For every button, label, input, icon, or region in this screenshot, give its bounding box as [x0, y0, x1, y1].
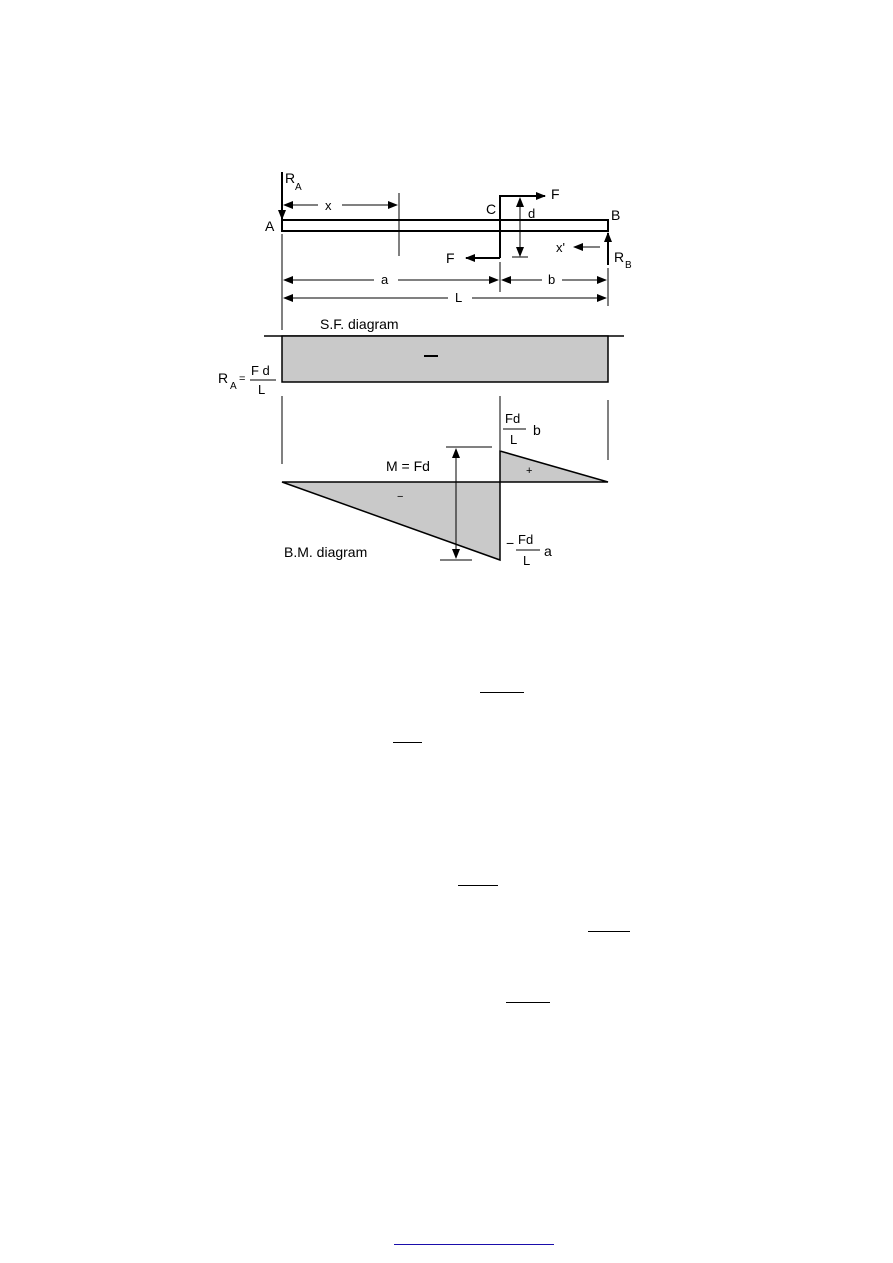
l-dim-label: L [455, 290, 462, 305]
footer-link-underline[interactable] [394, 1244, 554, 1245]
x-dim-label: x [325, 198, 332, 213]
sf-ra-equals: = [239, 373, 245, 385]
bm-diagram: − + M = Fd Fd L b − Fd L a B.M. diagram [281, 396, 609, 568]
d-dim-label: d [528, 206, 535, 221]
bm-negative-numerator: Fd [518, 532, 533, 547]
bm-moment-label: M = Fd [386, 458, 430, 474]
bm-diagram-title: B.M. diagram [284, 544, 367, 560]
a-dim-label: a [381, 272, 389, 287]
beam-figure: R A A R B B x F F C d x' a [265, 170, 632, 330]
bm-negative-region [281, 481, 501, 562]
bracket-arm [499, 195, 518, 258]
point-c-label: C [486, 201, 496, 217]
reaction-a-sub: A [295, 182, 302, 193]
sf-negative-region [281, 335, 609, 383]
formula-fraction-line [480, 692, 524, 693]
sf-ra-numerator: F d [251, 363, 270, 378]
reaction-b-label: R [614, 249, 624, 265]
b-dim-label: b [548, 272, 555, 287]
bm-negative-sign: − [397, 491, 403, 503]
reaction-b-sub: B [625, 260, 632, 271]
formula-fraction-line [458, 885, 498, 886]
bm-positive-region [499, 450, 609, 483]
reaction-a-label: R [285, 170, 295, 186]
bm-negative-multiplier: a [544, 543, 552, 559]
sf-ra-sub: A [230, 381, 237, 392]
bm-negative-denominator: L [523, 553, 530, 568]
sf-ra-label: R [218, 370, 228, 386]
force-bottom-label: F [446, 250, 455, 266]
formula-fraction-line [393, 742, 422, 743]
formula-fraction-line [506, 1002, 550, 1003]
end-a-label: A [265, 218, 275, 234]
bm-positive-sign: + [526, 465, 532, 477]
bm-positive-multiplier: b [533, 422, 541, 438]
sf-diagram-title: S.F. diagram [320, 316, 399, 332]
bm-negative-prefix: − [506, 535, 514, 551]
force-top-label: F [551, 186, 560, 202]
beam [281, 219, 609, 232]
sf-ra-denominator: L [258, 382, 265, 397]
end-b-label: B [611, 207, 620, 223]
bm-positive-denominator: L [510, 432, 517, 447]
x-prime-label: x' [556, 240, 565, 255]
sf-diagram: S.F. diagram R A = F d L [218, 316, 624, 397]
formula-fraction-line [588, 931, 630, 932]
bm-positive-numerator: Fd [505, 411, 520, 426]
